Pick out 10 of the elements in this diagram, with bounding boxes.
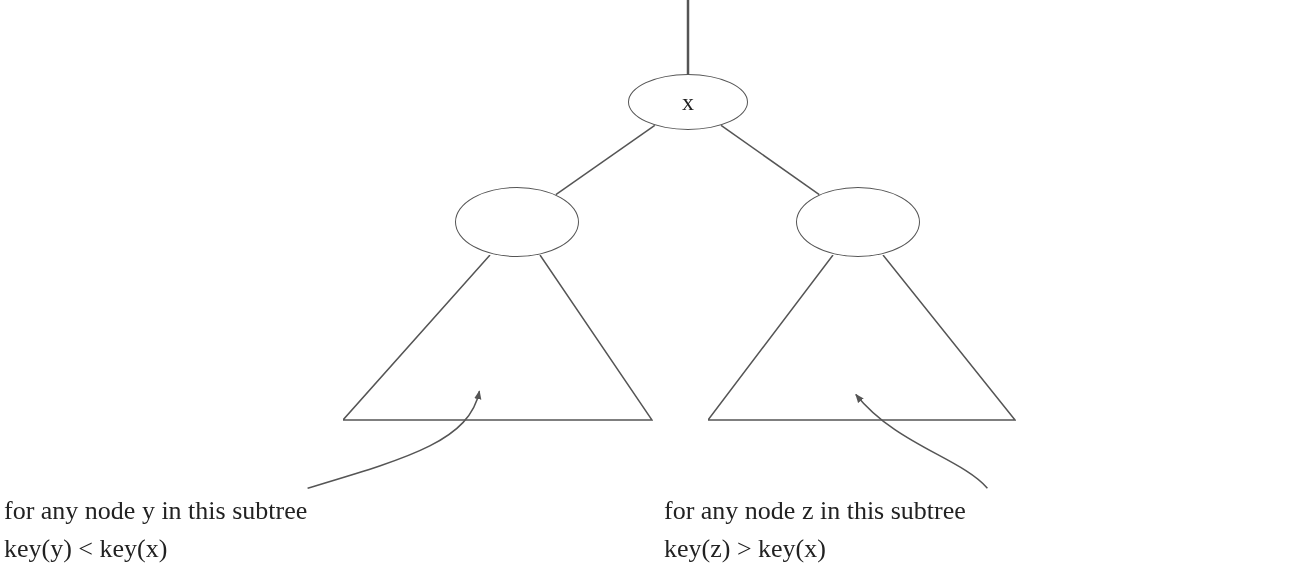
leader-arrow [855, 393, 989, 489]
annotation-text: for any node z in this subtree [664, 495, 966, 527]
leader-arrow [306, 390, 481, 489]
annotation-text: for any node y in this subtree [4, 495, 308, 527]
connector-line [686, 0, 690, 74]
annotation-text: key(z) > key(x) [664, 533, 826, 564]
tree-node-circle: x [628, 74, 748, 130]
connector-line [555, 124, 656, 196]
connector-line [720, 124, 821, 196]
annotation-text: key(y) < key(x) [4, 533, 168, 564]
